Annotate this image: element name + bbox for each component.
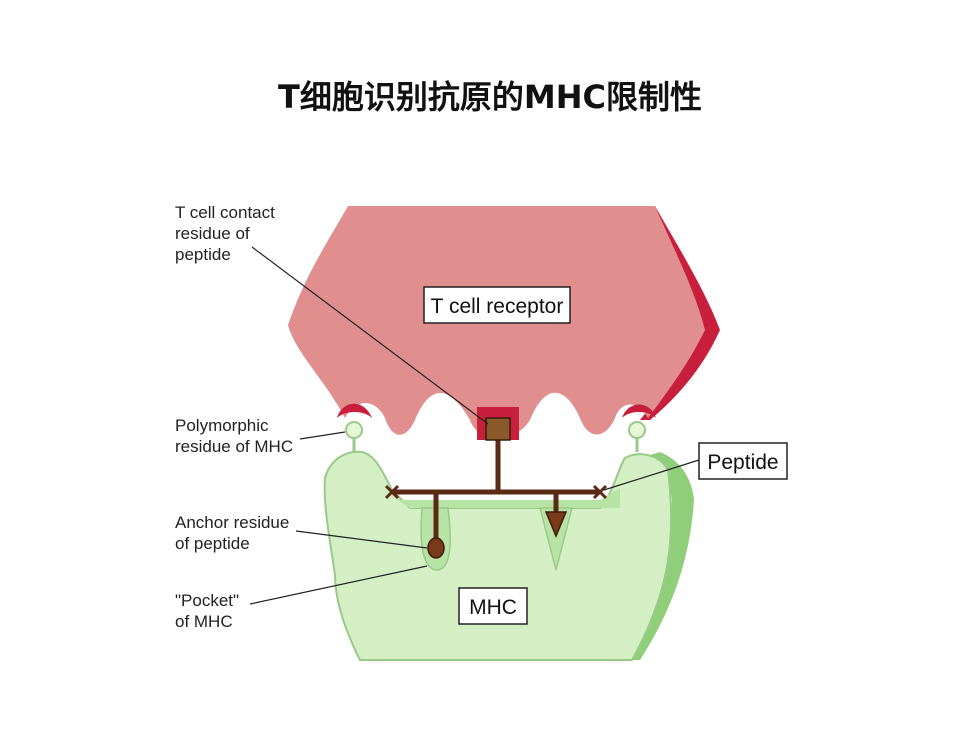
leader-peptide [603,459,700,491]
leader-lines [249,246,700,605]
callout-pocket-line-2: of MHC [175,612,233,631]
polymorphic-residues [345,421,646,452]
slide-title: T细胞识别抗原的MHC限制性 [278,78,702,116]
callout-contact: T cell contact residue of peptide [175,203,280,264]
leader-polymorphic [299,431,346,440]
callout-anchor-line-2: of peptide [175,534,250,553]
tcr-label-box [423,286,571,324]
mhc-label: MHC [469,596,517,619]
callout-polymorphic-line-2: residue of MHC [175,437,293,456]
peptide-x-right [592,484,608,500]
callout-polymorphic: Polymorphic residue of MHC [175,416,293,456]
leader-anchor [295,530,428,549]
callout-anchor: Anchor residue of peptide [175,513,294,553]
t-cell-contact-residue [485,417,511,441]
peptide-x-left [384,484,400,500]
tcr-edge [640,206,720,420]
callout-contact-line-1: T cell contact [175,203,275,222]
leader-contact [251,246,489,425]
peptide-label-box [698,442,788,480]
leader-pocket [249,565,428,605]
anchor-residue [427,537,445,559]
callout-polymorphic-line-1: Polymorphic [175,416,269,435]
callout-pocket: "Pocket" of MHC [175,591,244,631]
callout-pocket-line-1: "Pocket" [175,591,239,610]
tcr-rim-left [337,403,372,418]
mhc-groove [380,488,620,508]
callout-contact-line-3: peptide [175,245,231,264]
polymorphic-residue-right [628,421,646,439]
mhc-label-box [458,587,528,625]
mhc-molecule: MHC [323,450,694,661]
mhc-edge [620,452,694,660]
callout-contact-line-2: residue of [175,224,250,243]
mhc-body [323,450,673,661]
peptide-cone [544,511,568,538]
callout-anchor-line-1: Anchor residue [175,513,289,532]
tcr-rim-right [622,404,656,418]
polymorphic-residue-left [345,421,363,439]
t-cell-receptor: T cell receptor [288,206,720,440]
peptide-label: Peptide [707,451,778,474]
tcr-label: T cell receptor [431,295,564,318]
